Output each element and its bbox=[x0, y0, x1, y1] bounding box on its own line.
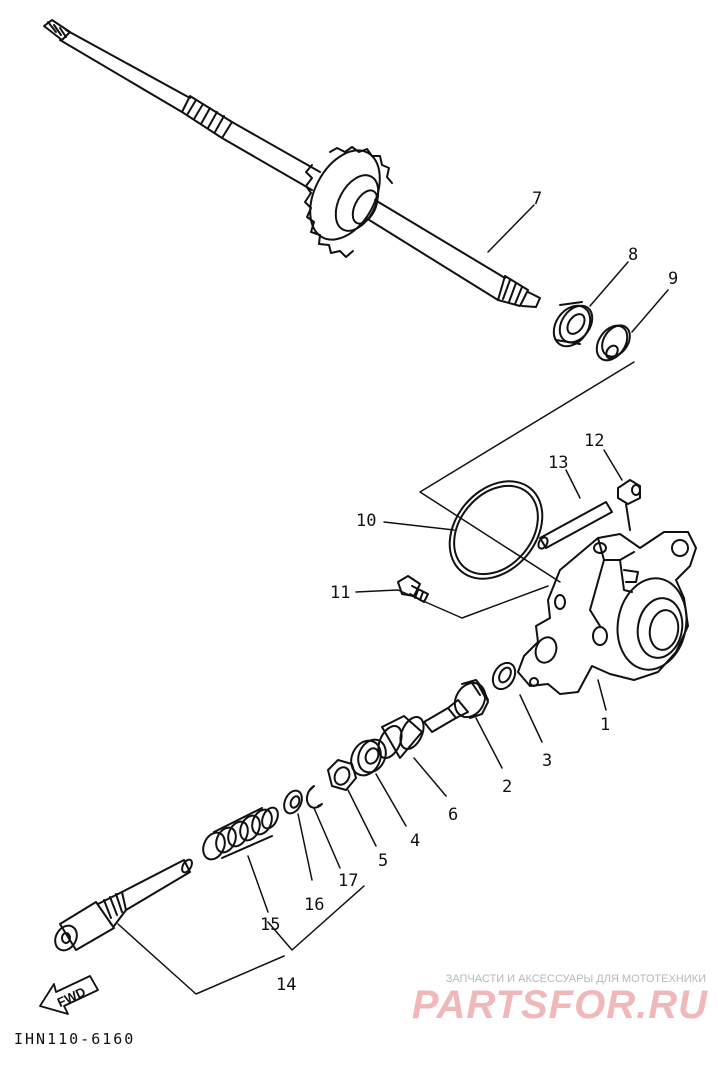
watermark-brand: PARTSFOR.RU bbox=[411, 983, 708, 1027]
label-part-5: 5 bbox=[378, 851, 388, 871]
fitting-part-12 bbox=[617, 479, 641, 531]
gear-shaft-part-2 bbox=[423, 679, 489, 733]
label-part-3: 3 bbox=[542, 751, 552, 771]
washer-part-16 bbox=[283, 789, 303, 815]
watermark-tagline: ЗАПЧАСТИ И АКСЕССУАРЫ ДЛЯ МОТОТЕХНИКИ bbox=[445, 973, 706, 985]
diagram-code: IHN110-6160 bbox=[14, 1030, 136, 1048]
washer-part-3 bbox=[491, 661, 517, 691]
circlip-part-17 bbox=[305, 785, 323, 809]
bearing-part-4 bbox=[350, 738, 387, 777]
fwd-arrow bbox=[39, 975, 99, 1015]
label-part-12: 12 bbox=[584, 431, 604, 451]
bushing-part-6 bbox=[377, 715, 425, 759]
label-part-9: 9 bbox=[668, 269, 678, 289]
spring-part-15 bbox=[202, 806, 279, 861]
housing-part-1 bbox=[517, 531, 697, 695]
bolt-part-11 bbox=[397, 575, 429, 603]
label-part-1: 1 bbox=[600, 715, 610, 735]
leader-lines bbox=[117, 204, 669, 995]
label-part-11: 11 bbox=[330, 583, 350, 603]
label-part-16: 16 bbox=[304, 895, 324, 915]
fwd-label: FWD bbox=[55, 984, 88, 1010]
collar-part-5 bbox=[327, 759, 357, 791]
bearing-part-8 bbox=[552, 301, 594, 348]
label-part-15: 15 bbox=[260, 915, 280, 935]
drive-shaft-part-7 bbox=[43, 19, 541, 308]
pin-part-13 bbox=[537, 501, 613, 550]
label-part-13: 13 bbox=[548, 453, 568, 473]
label-part-17: 17 bbox=[338, 871, 358, 891]
shaft-part-14 bbox=[54, 858, 193, 952]
o-ring-part-10 bbox=[448, 480, 544, 580]
label-part-14: 14 bbox=[276, 975, 296, 995]
label-part-6: 6 bbox=[448, 805, 458, 825]
label-part-8: 8 bbox=[628, 245, 638, 265]
label-part-7: 7 bbox=[532, 189, 542, 209]
part-labels: 7 8 9 12 13 10 11 1 3 2 6 4 5 17 16 15 1… bbox=[260, 189, 678, 995]
label-part-10: 10 bbox=[356, 511, 376, 531]
oil-seal-part-9 bbox=[595, 324, 631, 362]
label-part-2: 2 bbox=[502, 777, 512, 797]
label-part-4: 4 bbox=[410, 831, 420, 851]
